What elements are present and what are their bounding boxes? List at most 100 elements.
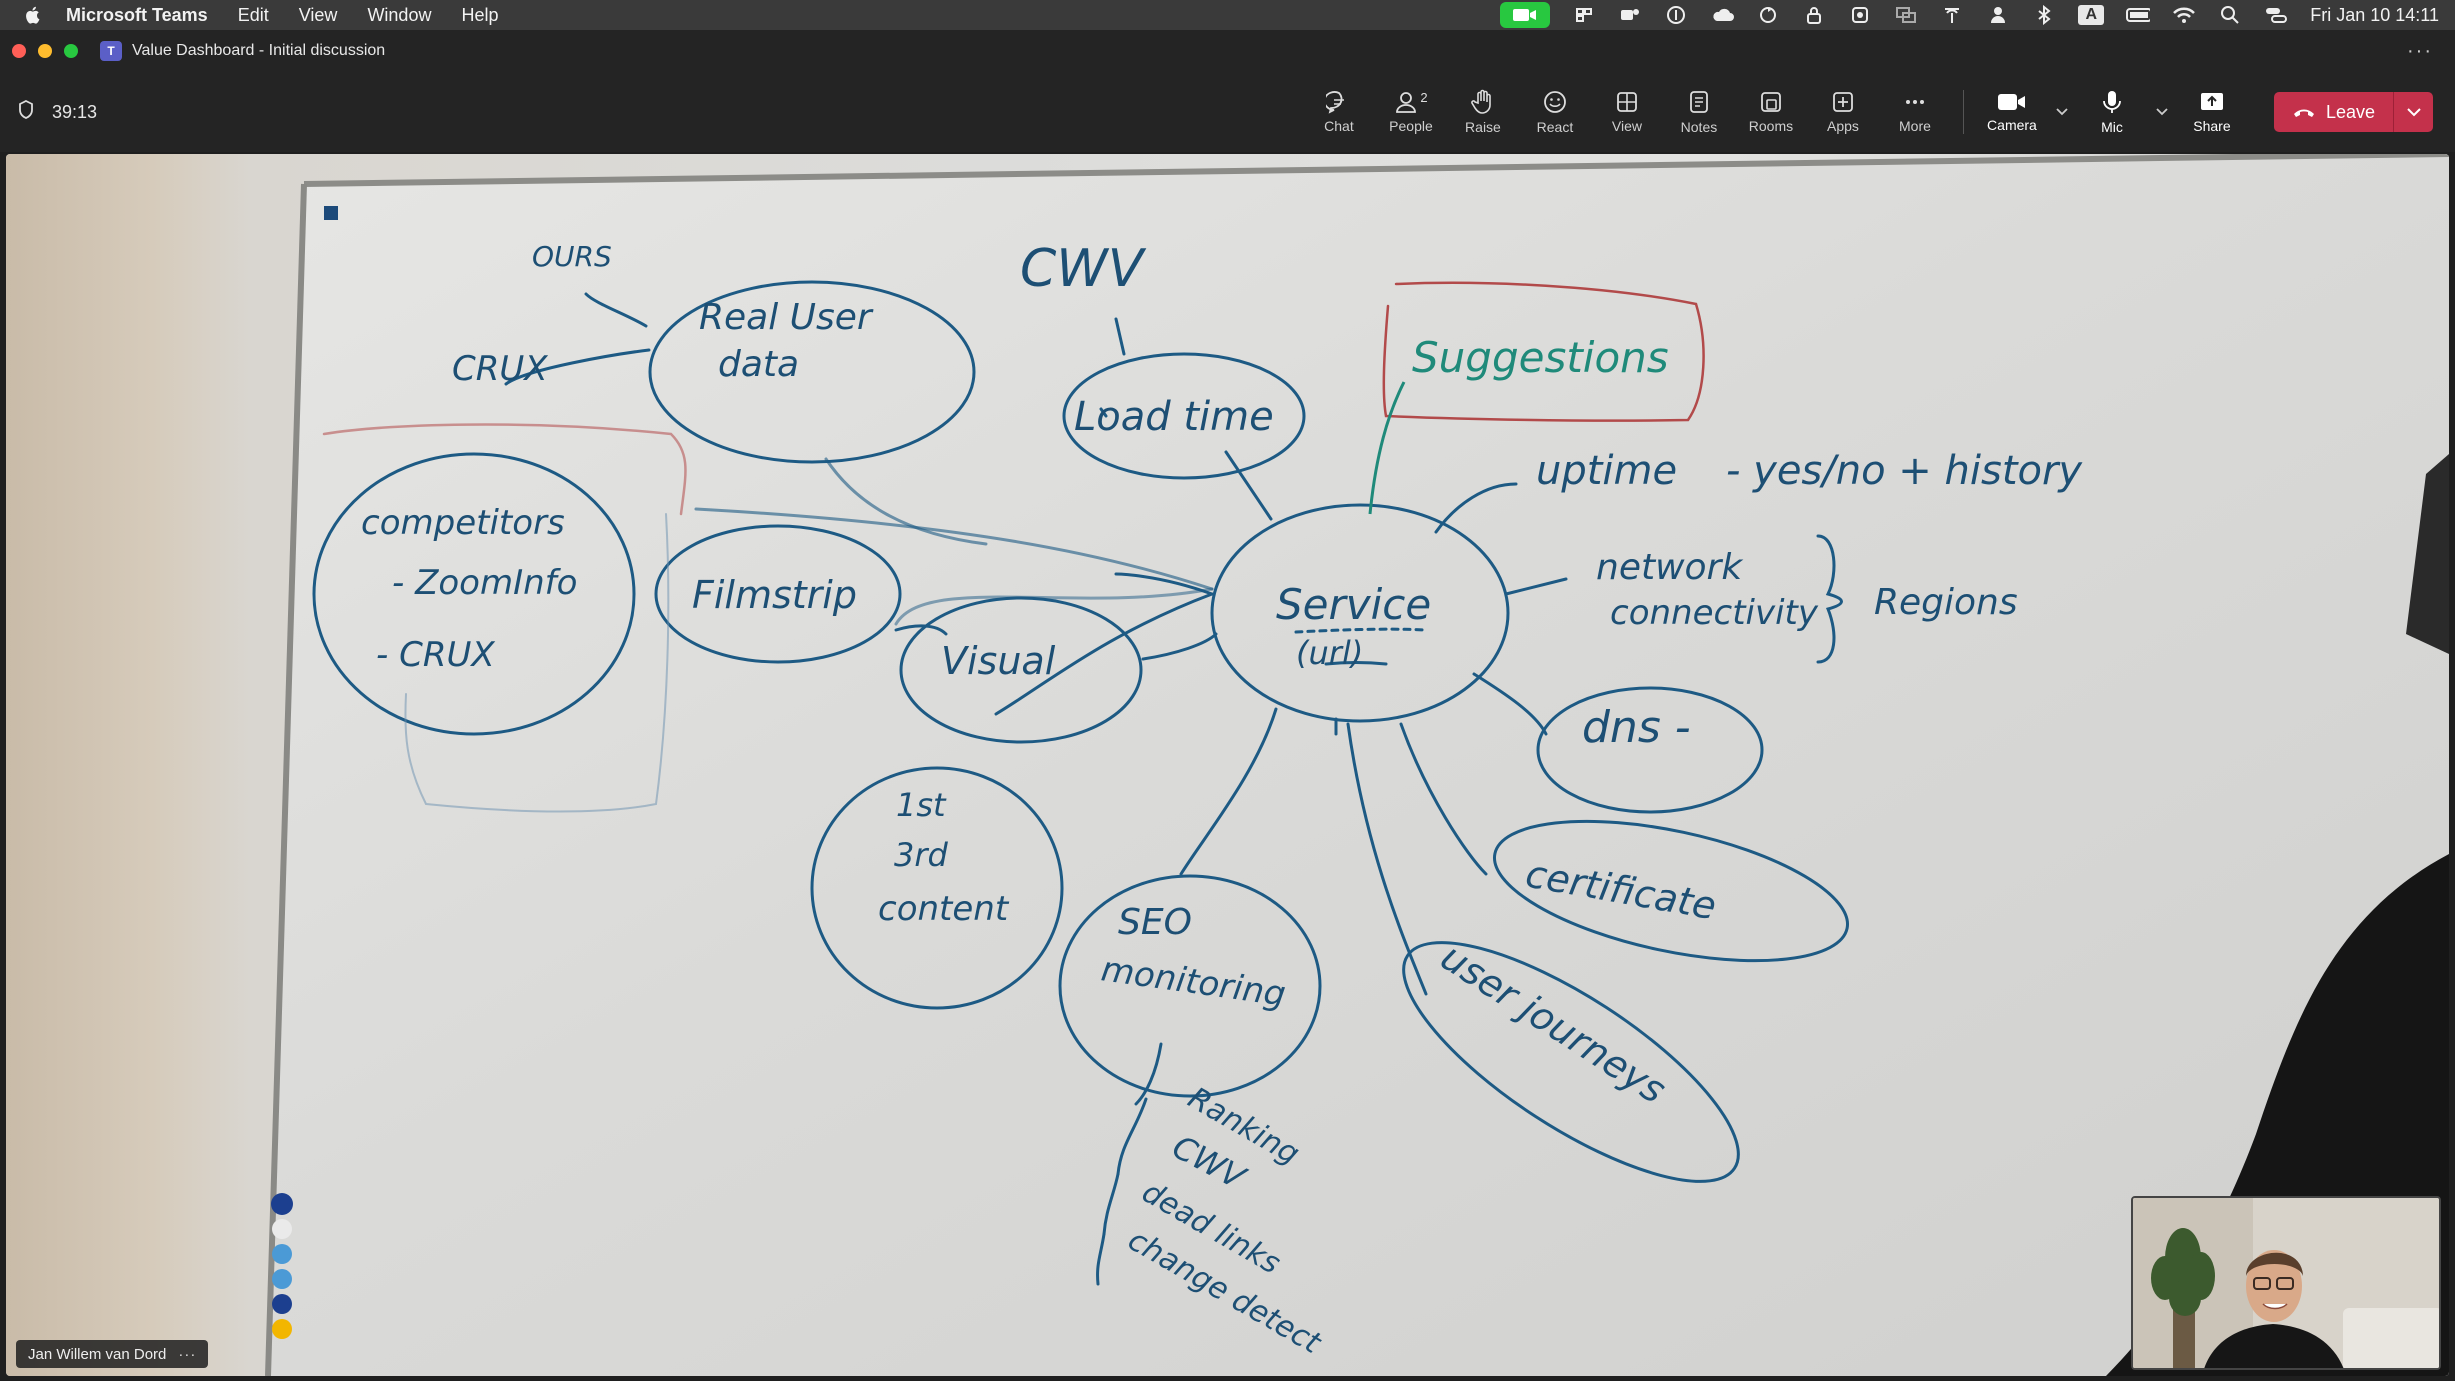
react-label: React <box>1536 119 1574 135</box>
red-marker-strokes <box>322 281 1705 516</box>
window-more-icon[interactable]: ··· <box>2407 40 2433 62</box>
window-controls <box>0 44 78 58</box>
mic-label: Mic <box>2101 119 2123 135</box>
chat-label: Chat <box>1324 118 1354 134</box>
mindmap-strokes <box>312 280 1850 1286</box>
share-button[interactable]: Share <box>2176 80 2248 144</box>
sync-icon[interactable] <box>1756 5 1780 25</box>
more-button[interactable]: More <box>1879 80 1951 144</box>
node-service-url: (url) <box>1296 634 1363 672</box>
participant-options-icon[interactable]: ··· <box>178 1345 197 1363</box>
camera-in-use-icon[interactable] <box>1500 2 1551 28</box>
antenna-icon[interactable] <box>1940 5 1964 25</box>
screen-edge <box>2406 454 2449 654</box>
person-face-shape <box>2246 1250 2302 1322</box>
node-seo: SEO <box>1118 902 1192 943</box>
battery-icon[interactable] <box>2126 5 2151 25</box>
view-label: View <box>1611 118 1642 134</box>
node-real-user-data: data <box>718 344 799 385</box>
participant-name: Jan Willem van Dord <box>28 1345 167 1363</box>
camera-options-chevron-icon[interactable] <box>2048 80 2076 144</box>
view-button[interactable]: View <box>1591 80 1663 144</box>
chat-icon <box>1325 90 1352 114</box>
control-center-icon[interactable] <box>2264 5 2288 25</box>
rooms-button[interactable]: Rooms <box>1735 80 1807 144</box>
people-icon: 2 <box>1394 90 1428 114</box>
react-button[interactable]: React <box>1519 80 1591 144</box>
cloud-icon[interactable] <box>1710 5 1735 25</box>
lock-icon[interactable] <box>1802 5 1826 25</box>
faint-strokes <box>404 513 670 813</box>
leave-options-chevron-icon[interactable] <box>2393 92 2433 132</box>
input-source-icon[interactable]: A <box>2078 5 2105 25</box>
grid-icon <box>1615 90 1639 114</box>
meeting-toolbar: 39:13 Chat 2 People Raise React View <box>0 72 2455 152</box>
smile-icon <box>1542 89 1568 115</box>
rooms-label: Rooms <box>1748 118 1794 134</box>
teams-logo-icon: T <box>100 41 122 61</box>
user-icon[interactable] <box>1986 5 2010 25</box>
chat-button[interactable]: Chat <box>1303 80 1375 144</box>
video-camera-icon <box>1997 91 2027 113</box>
raise-label: Raise <box>1465 119 1501 135</box>
share-screen-icon <box>2199 90 2225 114</box>
zoom-window-button[interactable] <box>64 44 78 58</box>
apps-button[interactable]: Apps <box>1807 80 1879 144</box>
node-regions: Regions <box>1874 582 2018 623</box>
node-filmstrip: Filmstrip <box>692 573 857 617</box>
mic-options-chevron-icon[interactable] <box>2148 80 2176 144</box>
notes-label: Notes <box>1680 119 1718 135</box>
screen-mirror-icon[interactable] <box>1894 5 1918 25</box>
node-cwv: CWV <box>1020 239 1147 299</box>
self-view-video <box>2133 1198 2439 1368</box>
ide-icon[interactable] <box>1572 5 1596 25</box>
camera-button[interactable]: Camera <box>1976 80 2048 144</box>
mic-button[interactable]: Mic <box>2076 80 2148 144</box>
magnet-icon <box>324 206 338 220</box>
suggestions-connector <box>1368 381 1406 515</box>
plant-icon <box>2151 1228 2215 1316</box>
menu-window[interactable]: Window <box>367 4 432 25</box>
raise-hand-button[interactable]: Raise <box>1447 80 1519 144</box>
notes-icon <box>1688 89 1710 115</box>
minimize-window-button[interactable] <box>38 44 52 58</box>
node-third-party: 3rd <box>894 836 949 874</box>
self-view-tile[interactable] <box>2131 1196 2441 1370</box>
menu-app-name[interactable]: Microsoft Teams <box>66 4 208 25</box>
node-suggestions: Suggestions <box>1412 333 1669 382</box>
macos-menubar: Microsoft Teams Edit View Window Help A … <box>0 0 2455 30</box>
plus-icon <box>1831 90 1855 114</box>
spotlight-search-icon[interactable] <box>2218 5 2242 25</box>
node-network: network <box>1596 547 1744 588</box>
onepassword-icon[interactable] <box>1664 5 1688 25</box>
meeting-timer: 39:13 <box>52 101 98 122</box>
node-connectivity: connectivity <box>1610 593 1819 633</box>
leave-button[interactable]: Leave <box>2273 92 2393 132</box>
node-service: Service <box>1276 580 1431 629</box>
apps-label: Apps <box>1826 118 1859 134</box>
participant-name-tag[interactable]: Jan Willem van Dord ··· <box>16 1340 209 1368</box>
menu-view[interactable]: View <box>298 4 338 25</box>
whiteboard-surface <box>268 154 2449 1376</box>
bluetooth-icon[interactable] <box>2032 5 2056 25</box>
notes-button[interactable]: Notes <box>1663 80 1735 144</box>
window-titlebar: T Value Dashboard - Initial discussion ·… <box>0 30 2455 72</box>
node-first-party: 1st <box>896 786 947 824</box>
close-window-button[interactable] <box>12 44 26 58</box>
people-button[interactable]: 2 People <box>1375 80 1447 144</box>
shield-icon <box>18 99 34 125</box>
person-body-shape <box>2204 1324 2344 1368</box>
more-label: More <box>1899 118 1931 134</box>
share-label: Share <box>2193 118 2231 134</box>
microphone-icon <box>2101 89 2123 115</box>
record-icon[interactable] <box>1848 5 1872 25</box>
wifi-icon[interactable] <box>2172 5 2196 25</box>
menu-help[interactable]: Help <box>461 4 499 25</box>
menubar-clock[interactable]: Fri Jan 10 14:11 <box>2310 4 2439 25</box>
hang-up-icon <box>2292 102 2316 123</box>
teams-status-icon[interactable] <box>1618 5 1642 25</box>
apple-menu-icon[interactable] <box>24 5 44 25</box>
node-zoominfo: - ZoomInfo <box>392 563 577 603</box>
menu-edit[interactable]: Edit <box>237 4 269 25</box>
board-magnets <box>271 1193 293 1339</box>
